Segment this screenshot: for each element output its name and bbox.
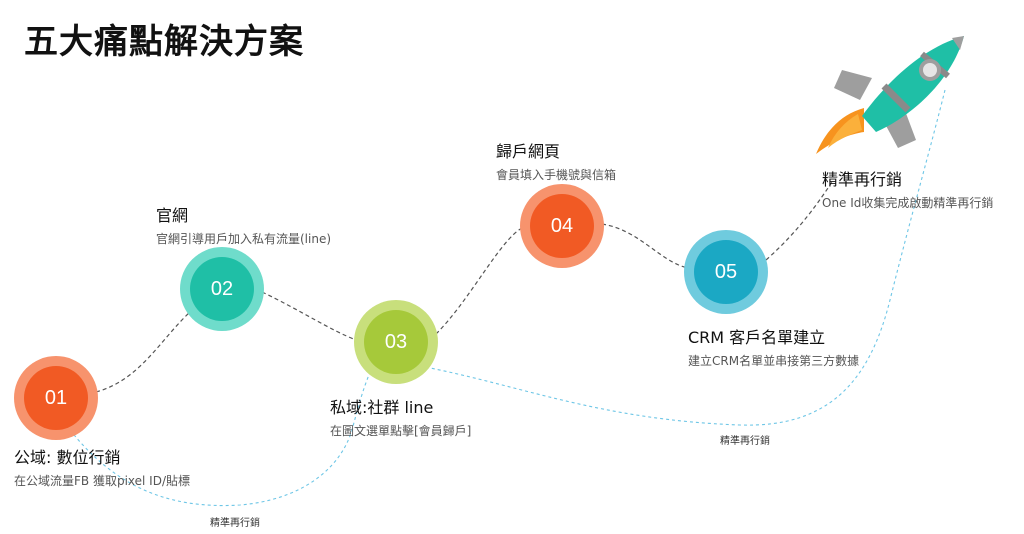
page-title: 五大痛點解決方案: [24, 22, 304, 62]
final-step-subtitle: One Id收集完成啟動精準再行銷: [822, 196, 994, 210]
step-03-number: 03: [364, 310, 428, 374]
step-05-label: CRM 客戶名單建立 建立CRM名單並串接第三方數據: [688, 324, 859, 369]
step-04-title: 歸戶網頁: [496, 142, 561, 161]
step-01-number: 01: [24, 366, 88, 430]
step-02-title: 官網: [156, 206, 189, 225]
step-01-label: 公域: 數位行銷 在公域流量FB 獲取pixel ID/貼標: [14, 444, 190, 489]
retarget-path-2: [419, 89, 946, 426]
step-01-node: 01: [14, 356, 98, 440]
step-05-number: 05: [694, 240, 758, 304]
step-01-subtitle: 在公域流量FB 獲取pixel ID/貼標: [14, 474, 190, 488]
retarget-label-2: 精準再行銷: [720, 436, 770, 447]
final-step-title: 精準再行銷: [822, 170, 903, 189]
step-05-node: 05: [684, 230, 768, 314]
retarget-label-1: 精準再行銷: [210, 518, 260, 529]
step-02-number: 02: [190, 257, 254, 321]
step-04-node: 04: [520, 184, 604, 268]
step-01-title: 公域: 數位行銷: [14, 448, 121, 467]
step-04-number: 04: [530, 194, 594, 258]
step-04-subtitle: 會員填入手機號與信箱: [496, 168, 617, 182]
main-dashed-path: [95, 181, 833, 393]
step-02-subtitle: 官網引導用戶加入私有流量(line): [156, 232, 332, 246]
step-03-title: 私域:社群 line: [330, 398, 434, 417]
step-03-node: 03: [354, 300, 438, 384]
step-03-label: 私域:社群 line 在圖文選單點擊[會員歸戶]: [330, 394, 471, 439]
step-02-label: 官網 官網引導用戶加入私有流量(line): [156, 202, 331, 247]
step-02-node: 02: [180, 247, 264, 331]
step-03-subtitle: 在圖文選單點擊[會員歸戶]: [330, 424, 472, 438]
final-step-label: 精準再行銷 One Id收集完成啟動精準再行銷: [822, 166, 993, 211]
step-04-label: 歸戶網頁 會員填入手機號與信箱: [496, 138, 616, 183]
step-05-subtitle: 建立CRM名單並串接第三方數據: [688, 354, 860, 368]
rocket-icon: [816, 36, 964, 154]
step-05-title: CRM 客戶名單建立: [688, 328, 826, 347]
